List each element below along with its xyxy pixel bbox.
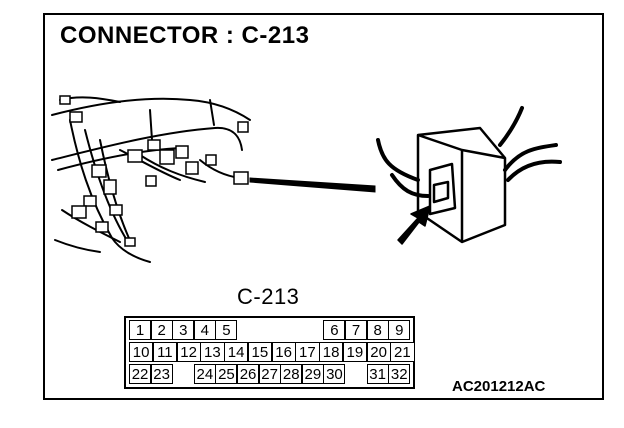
pin-7: 7 xyxy=(345,320,368,340)
pin-25: 25 xyxy=(215,364,238,384)
pin-26: 26 xyxy=(237,364,260,384)
pin-9: 9 xyxy=(388,320,411,340)
pin-27: 27 xyxy=(258,364,281,384)
pin-11: 11 xyxy=(152,342,177,362)
pin-5: 5 xyxy=(215,320,238,340)
wiring-harness xyxy=(51,96,251,263)
pin-4: 4 xyxy=(193,320,216,340)
leader-line xyxy=(249,177,376,193)
pin-17: 17 xyxy=(295,342,320,362)
pin-29: 29 xyxy=(301,364,324,384)
pin-30: 30 xyxy=(323,364,346,384)
pin-18: 18 xyxy=(319,342,344,362)
pin-10: 10 xyxy=(129,342,154,362)
pin-32: 32 xyxy=(388,364,411,384)
pin-14: 14 xyxy=(224,342,249,362)
pin-6: 6 xyxy=(323,320,346,340)
arrow-icon xyxy=(397,205,431,245)
pin-1: 1 xyxy=(129,320,152,340)
pin-16: 16 xyxy=(271,342,296,362)
connector-housing xyxy=(416,126,507,244)
pin-20: 20 xyxy=(366,342,391,362)
pin-12: 12 xyxy=(176,342,201,362)
connector-wires xyxy=(376,106,562,198)
harness-connectors xyxy=(59,95,249,247)
pin-31: 31 xyxy=(366,364,389,384)
pin-19: 19 xyxy=(342,342,367,362)
pin-24: 24 xyxy=(193,364,216,384)
pin-22: 22 xyxy=(129,364,152,384)
figure-code: AC201212AC xyxy=(452,378,546,395)
pin-28: 28 xyxy=(280,364,303,384)
pin-21: 21 xyxy=(390,342,415,362)
pin-23: 23 xyxy=(150,364,173,384)
connector-label: C-213 xyxy=(237,284,300,309)
pin-15: 15 xyxy=(247,342,272,362)
page-title: CONNECTOR : C-213 xyxy=(60,22,310,49)
pin-8: 8 xyxy=(366,320,389,340)
pin-13: 13 xyxy=(200,342,225,362)
pin-3: 3 xyxy=(172,320,195,340)
pin-2: 2 xyxy=(150,320,173,340)
